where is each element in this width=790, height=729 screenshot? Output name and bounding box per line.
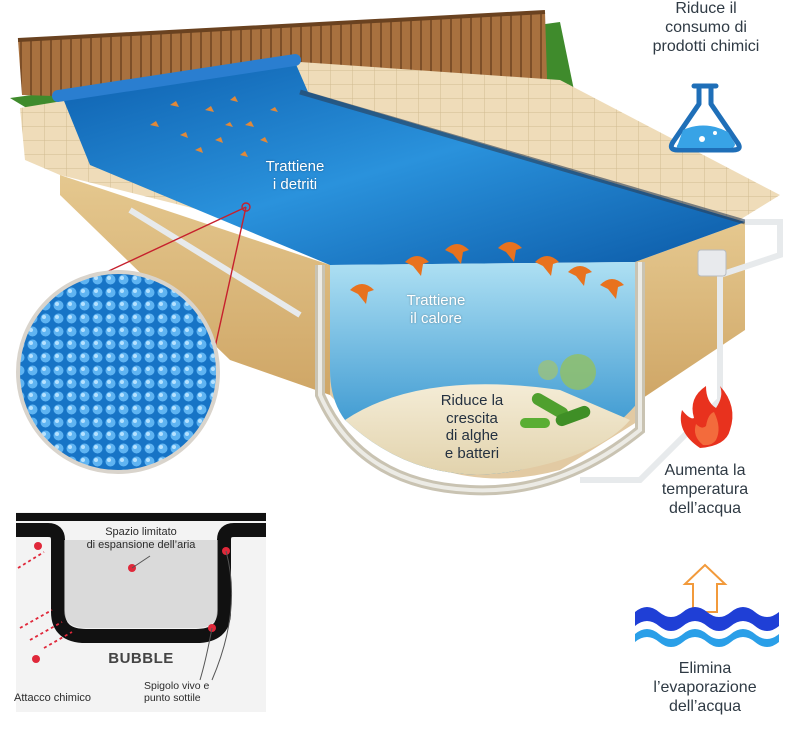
zoom-marker xyxy=(241,202,251,212)
bubble-cross-section xyxy=(16,512,266,712)
algae-bacteria xyxy=(520,354,596,428)
flame-icon xyxy=(680,386,733,448)
heat-arrows xyxy=(350,242,624,304)
water-waves-icon xyxy=(635,607,779,647)
debris-leaves xyxy=(150,96,278,157)
flask-icon xyxy=(668,83,742,153)
soil-left xyxy=(60,175,330,395)
up-arrow-icon xyxy=(682,563,728,613)
skimmer xyxy=(697,249,727,277)
label-chemical-attack: Attacco chimico xyxy=(14,692,92,704)
label-bubble: BUBBLE xyxy=(108,650,174,667)
bubble-cover-zoom xyxy=(18,272,218,472)
pool-cover-surface xyxy=(62,62,745,265)
